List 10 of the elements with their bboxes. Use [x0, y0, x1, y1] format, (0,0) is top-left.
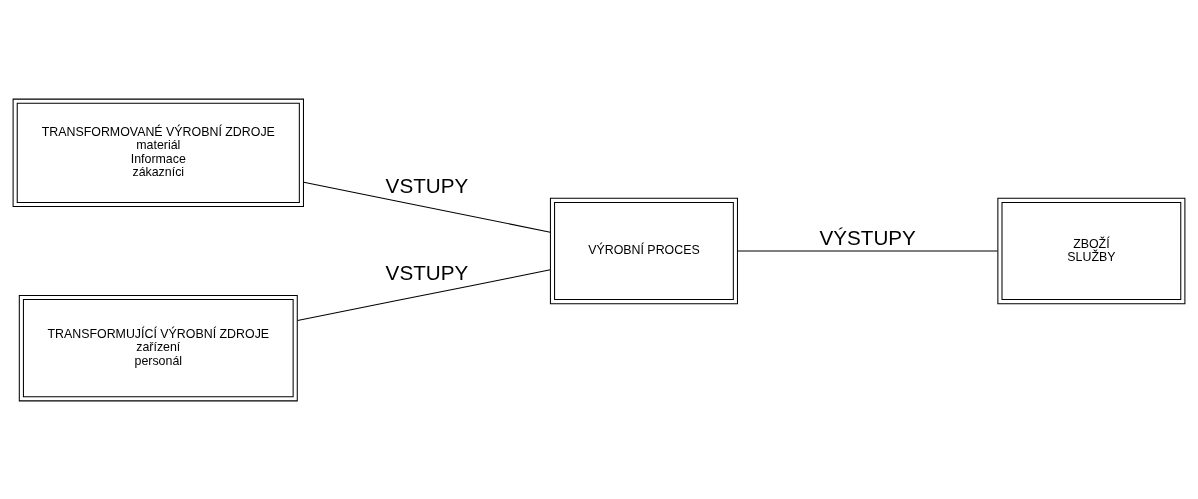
node-box: TRANSFORMUJÍCÍ VÝROBNÍ ZDROJE zařízení personál — [18, 294, 298, 401]
edge-label: VSTUPY — [385, 173, 469, 197]
connector — [297, 268, 551, 321]
connector — [737, 250, 999, 252]
node-box: TRANSFORMOVANÉ VÝROBNÍ ZDROJE materiál Informace zákazníci — [12, 98, 304, 207]
edge-label: VSTUPY — [385, 260, 469, 284]
node-box: VÝROBNÍ PROCES — [549, 197, 738, 304]
node-box: ZBOŽÍ SLUŽBY — [997, 197, 1186, 304]
edge-label: VÝSTUPY — [819, 225, 916, 249]
connector — [303, 181, 551, 233]
